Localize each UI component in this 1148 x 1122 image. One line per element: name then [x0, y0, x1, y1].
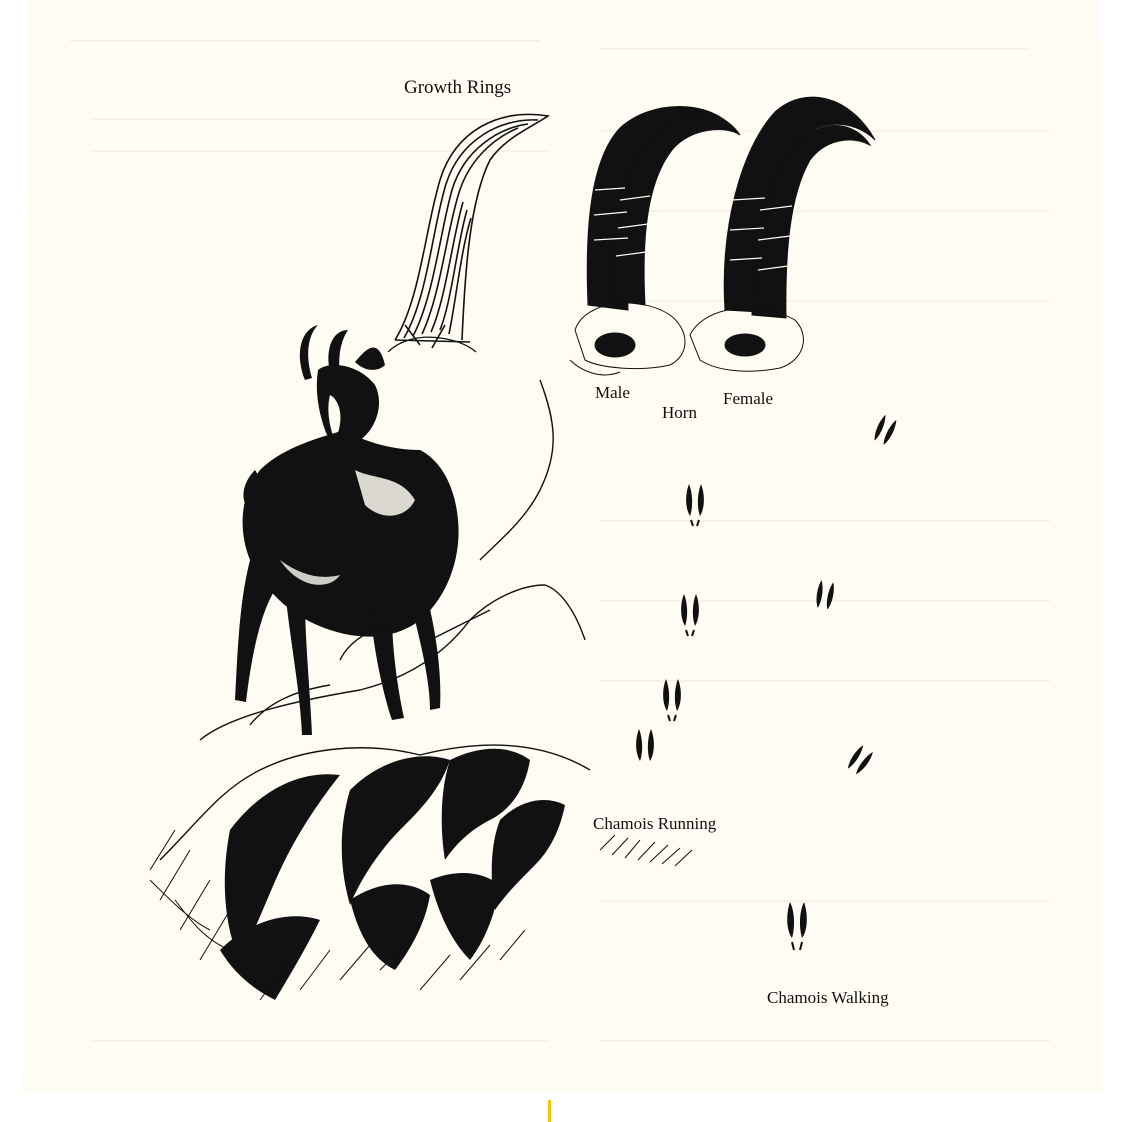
growth-rings-horn — [388, 114, 548, 352]
label-male: Male — [595, 384, 630, 401]
label-chamois-running: Chamois Running — [593, 815, 716, 832]
female-horns — [690, 97, 875, 371]
walking-track — [787, 902, 807, 950]
label-growth-rings: Growth Rings — [404, 78, 511, 97]
label-horn: Horn — [662, 404, 697, 421]
cliff-rocks — [220, 749, 565, 1000]
chamois-animal — [235, 325, 459, 735]
label-female: Female — [723, 390, 773, 407]
running-tracks — [636, 414, 898, 776]
male-horns — [570, 107, 740, 375]
yellow-marker — [548, 1100, 551, 1122]
label-chamois-walking: Chamois Walking — [767, 989, 889, 1006]
